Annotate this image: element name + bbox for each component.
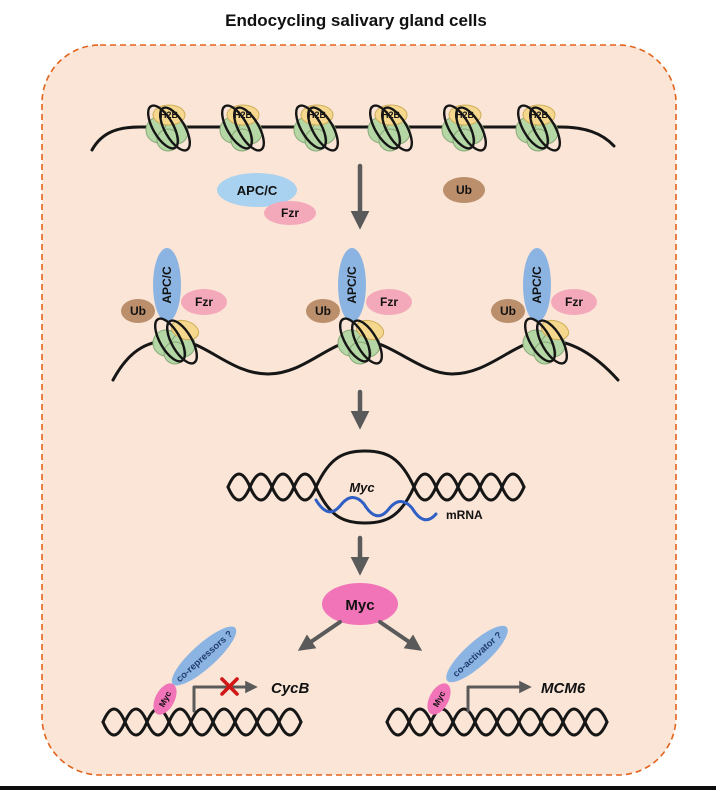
arrow-branch-left xyxy=(297,620,342,651)
mcm6-gene-label: MCM6 xyxy=(541,680,586,697)
myc-protein-label: Myc xyxy=(345,597,374,614)
dna-helix-right xyxy=(412,472,526,502)
co-activator-ellipse xyxy=(446,625,508,683)
bubble-top-strand xyxy=(314,449,416,489)
dna-helix-left xyxy=(226,472,318,502)
recruitment-step: APC/C Fzr Ub xyxy=(217,163,485,230)
fzr-label: Fzr xyxy=(281,206,299,220)
myc-gene-label: Myc xyxy=(349,480,375,495)
dna-helix-right xyxy=(412,472,526,502)
dna-strand xyxy=(90,125,616,152)
dna-helix xyxy=(101,707,303,737)
myc-bound-ellipse xyxy=(153,683,177,715)
myc-protein-ellipse xyxy=(322,583,398,625)
mrna-label: mRNA xyxy=(446,508,483,522)
ub-label: Ub xyxy=(456,183,472,197)
co-repressor-ellipse xyxy=(171,626,237,686)
cycb-gene-label: CycB xyxy=(271,680,310,697)
dna-helix xyxy=(385,707,609,737)
promoter-arrow xyxy=(466,680,532,713)
apcc-ellipse xyxy=(217,173,297,207)
chromatin-row-top xyxy=(90,100,616,156)
myc-bound-ellipse xyxy=(427,683,451,715)
repression-x-icon xyxy=(220,677,239,696)
mrna-wave xyxy=(314,496,438,522)
promoter-arrow xyxy=(192,680,258,713)
figure-title: Endocycling salivary gland cells xyxy=(225,11,487,30)
chromatin-row-bound xyxy=(111,246,620,382)
bubble-bottom-strand xyxy=(314,485,416,525)
arrow-branch-right xyxy=(378,620,423,651)
figure-bottom-rule xyxy=(0,786,716,790)
fzr-ellipse xyxy=(264,201,316,225)
transcription-bubble: Myc mRNA xyxy=(226,449,526,525)
apcc-label: APC/C xyxy=(237,183,278,198)
dna-helix xyxy=(101,707,303,737)
ub-ellipse xyxy=(443,177,485,203)
